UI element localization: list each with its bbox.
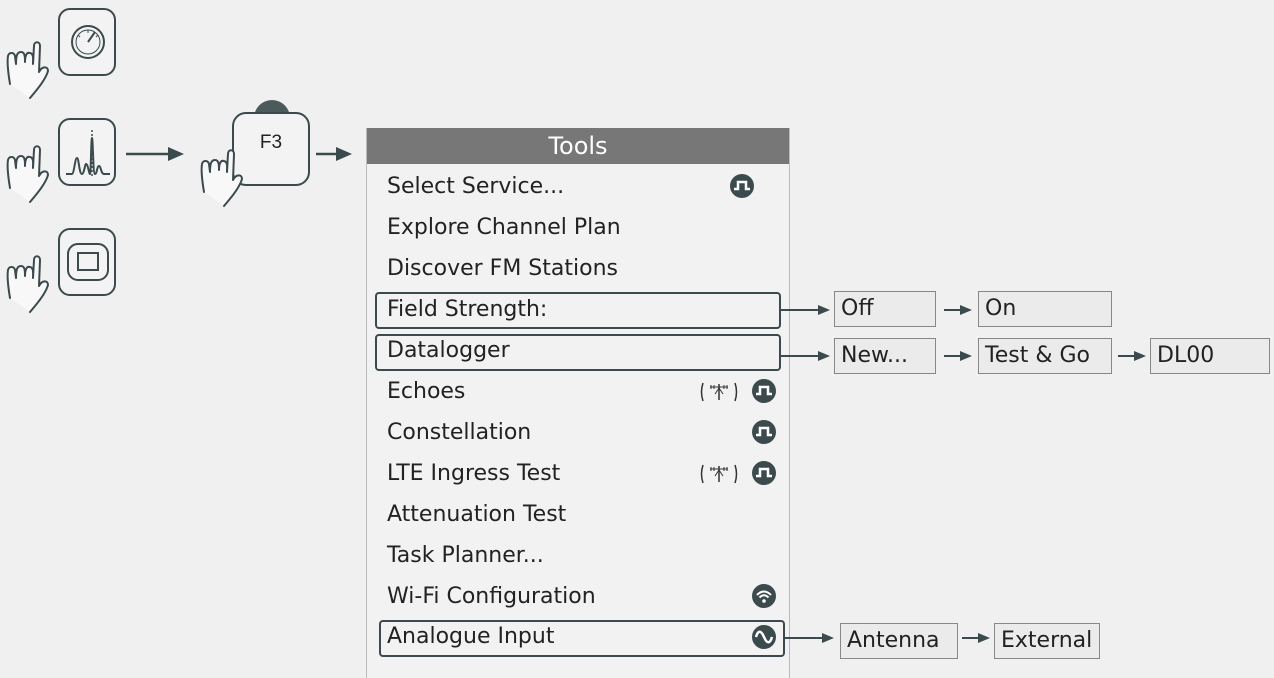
arrow-connector <box>962 633 990 643</box>
screen-icon <box>67 243 109 281</box>
hand-pointer-icon <box>6 41 49 99</box>
option-test-and-go[interactable]: Test & Go <box>978 338 1112 374</box>
arrow-connector <box>944 351 972 361</box>
arrow-connector <box>1118 351 1146 361</box>
option-on[interactable]: On <box>978 291 1112 327</box>
menu-item-select-service[interactable]: Select Service... <box>387 174 565 199</box>
signal-pulse-icon <box>730 174 754 198</box>
hand-pointer-icon <box>6 145 49 203</box>
menu-title: Tools <box>367 128 789 164</box>
spectrum-icon <box>66 130 110 178</box>
menu-item-wifi-configuration[interactable]: Wi-Fi Configuration <box>387 584 596 609</box>
datalogger-highlight <box>375 334 781 371</box>
menu-item-lte-ingress-test[interactable]: LTE Ingress Test <box>387 461 561 486</box>
f3-key-label: F3 <box>259 132 283 153</box>
arrow-connector <box>780 351 830 361</box>
meter-mode-button[interactable] <box>58 8 116 76</box>
option-external[interactable]: External <box>994 623 1100 659</box>
option-off[interactable]: Off <box>834 291 936 327</box>
tv-mode-button[interactable] <box>58 228 116 296</box>
sine-wave-icon <box>752 625 776 649</box>
tools-menu: Tools Select Service... Explore Channel … <box>366 128 790 678</box>
gauge-icon <box>71 25 105 59</box>
menu-item-field-strength[interactable]: Field Strength: <box>387 297 548 322</box>
arrow-connector <box>944 305 972 315</box>
menu-item-datalogger[interactable]: Datalogger <box>387 338 510 363</box>
menu-item-discover-fm-stations[interactable]: Discover FM Stations <box>387 256 618 281</box>
signal-pulse-icon <box>752 420 776 444</box>
signal-pulse-icon <box>752 379 776 403</box>
signal-pulse-icon <box>752 461 776 485</box>
antenna-icon <box>700 464 738 484</box>
spectrum-mode-button[interactable] <box>58 118 116 186</box>
hand-pointer-icon <box>200 149 243 207</box>
option-dl00[interactable]: DL00 <box>1150 338 1270 374</box>
menu-item-echoes[interactable]: Echoes <box>387 379 466 404</box>
arrow-connector <box>316 147 352 161</box>
f3-key-button[interactable]: F3 <box>232 112 310 186</box>
option-antenna[interactable]: Antenna <box>840 623 958 659</box>
option-new[interactable]: New... <box>834 338 936 374</box>
arrow-connector <box>780 305 830 315</box>
menu-item-explore-channel-plan[interactable]: Explore Channel Plan <box>387 215 621 240</box>
hand-pointer-icon <box>6 255 49 313</box>
menu-item-analogue-input[interactable]: Analogue Input <box>387 624 555 649</box>
arrow-connector <box>126 147 184 161</box>
arrow-connector <box>784 633 834 643</box>
menu-item-constellation[interactable]: Constellation <box>387 420 532 445</box>
menu-item-task-planner[interactable]: Task Planner... <box>387 543 544 568</box>
menu-item-attenuation-test[interactable]: Attenuation Test <box>387 502 567 527</box>
wifi-icon <box>752 584 776 608</box>
antenna-icon <box>700 382 738 402</box>
